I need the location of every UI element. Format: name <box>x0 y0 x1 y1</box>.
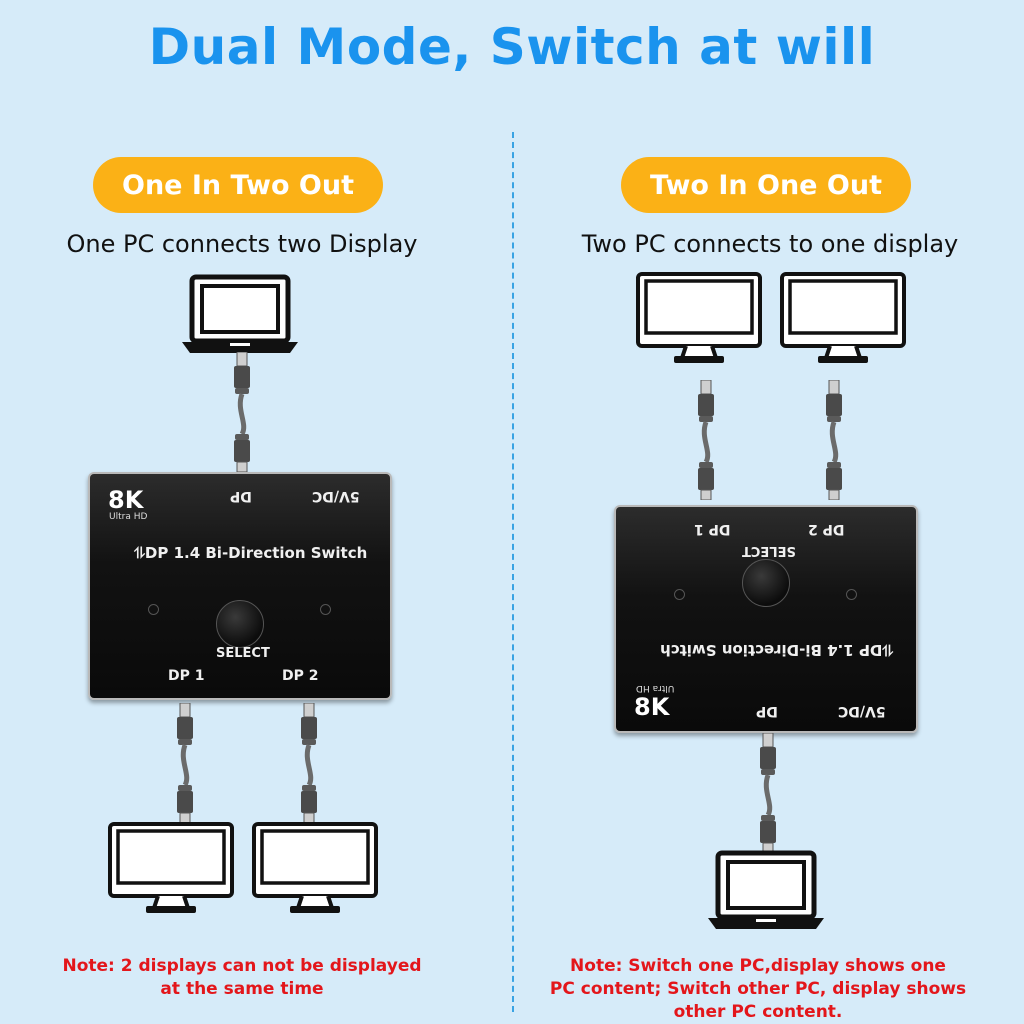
port-dp2-label: DP 2 <box>808 521 845 537</box>
page-title: Dual Mode, Switch at will <box>148 18 876 76</box>
mode-badge-one-in-two-out: One In Two Out <box>93 157 383 213</box>
right-subtitle: Two PC connects to one display <box>581 230 959 258</box>
ultra-hd-label: Ultra HD <box>636 683 675 693</box>
laptop-icon <box>706 850 826 930</box>
port-dp-label: DP <box>756 703 778 719</box>
dp-cable-icon <box>297 703 321 823</box>
port-dp-label: DP <box>230 488 252 504</box>
led-dp2 <box>320 604 331 615</box>
laptop-icon <box>180 274 300 354</box>
mode-badge-two-in-one-out: Two In One Out <box>621 157 911 213</box>
dp-cable-icon <box>230 352 254 472</box>
select-label: SELECT <box>742 543 796 558</box>
led-dp1 <box>148 604 159 615</box>
select-label: SELECT <box>216 646 270 661</box>
left-note: Note: 2 displays can not be displayed at… <box>62 956 422 999</box>
ultra-hd-label: Ultra HD <box>109 512 148 522</box>
center-divider <box>512 132 514 1012</box>
8k-label: 8K <box>108 486 144 514</box>
dp-cable-icon <box>173 703 197 823</box>
port-power-label: 5V/DC <box>312 488 360 504</box>
model-label: ⥮DP 1.4 Bi-Direction Switch <box>660 641 894 659</box>
port-dp1-label: DP 1 <box>694 521 731 537</box>
dp-switch-box: DP 1 DP 2 SELECT ⥮DP 1.4 Bi-Direction Sw… <box>614 505 918 733</box>
port-power-label: 5V/DC <box>838 703 886 719</box>
monitor-icon <box>636 272 762 364</box>
right-note: Note: Switch one PC,display shows one PC… <box>549 956 967 1022</box>
monitor-icon <box>108 822 234 914</box>
port-dp1-label: DP 1 <box>168 668 205 684</box>
dp-cable-icon <box>822 380 846 500</box>
dp-cable-icon <box>756 733 780 853</box>
8k-label: 8K <box>634 693 670 721</box>
select-button[interactable] <box>216 600 264 648</box>
dp-switch-box: 8K Ultra HD DP 5V/DC ⥮DP 1.4 Bi-Directio… <box>88 472 392 700</box>
port-dp2-label: DP 2 <box>282 668 319 684</box>
monitor-icon <box>252 822 378 914</box>
dp-cable-icon <box>694 380 718 500</box>
model-label: ⥮DP 1.4 Bi-Direction Switch <box>134 544 368 562</box>
left-subtitle: One PC connects two Display <box>66 230 418 258</box>
monitor-icon <box>780 272 906 364</box>
led-dp1 <box>846 589 857 600</box>
select-button[interactable] <box>742 559 790 607</box>
led-dp2 <box>674 589 685 600</box>
